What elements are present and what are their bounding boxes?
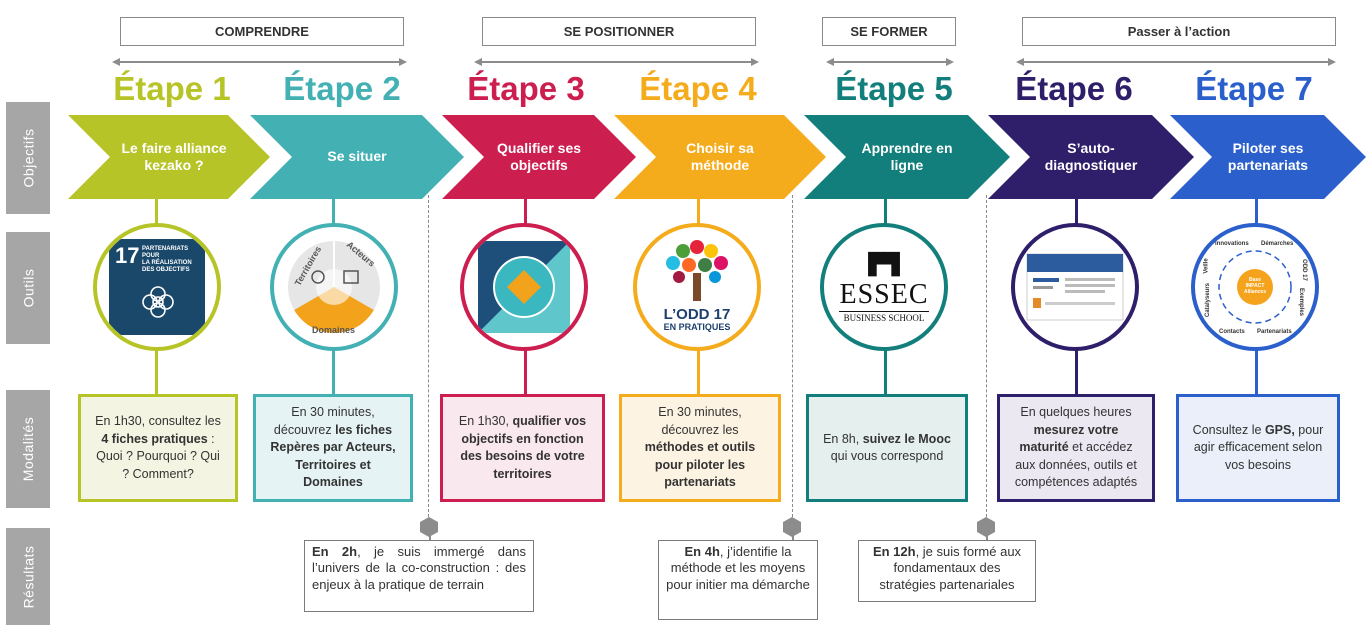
dashed-separator	[986, 195, 987, 517]
gps-label: Innovations	[1215, 241, 1249, 247]
gps-label: Veille	[1203, 258, 1210, 274]
connector	[155, 349, 158, 397]
connector	[524, 349, 527, 397]
tool-essec[interactable]: ▛▜ ESSEC BUSINESS SCHOOL	[820, 223, 948, 351]
gps-label: Démarches	[1261, 241, 1294, 247]
tool-autodiagnostic[interactable]	[1011, 223, 1139, 351]
step-3-title: Étape 3	[467, 70, 585, 107]
gps-label: Exemples	[1298, 287, 1305, 317]
result-2h: En 2h, je suis immergé dans l’univers de…	[304, 540, 534, 612]
reperes-wheel	[288, 241, 380, 333]
connector	[1255, 349, 1258, 397]
dashed-separator	[792, 195, 793, 517]
tool-reperes[interactable]: Territoires Acteurs Domaines	[270, 223, 398, 351]
modalite-step-1: En 1h30, consultez les 4 fiches pratique…	[78, 394, 238, 502]
modalite-step-4: En 30 minutes, découvrez les méthodes et…	[619, 394, 781, 502]
tool-odd17[interactable]: L’ODD 17 EN PRATIQUES	[633, 223, 761, 351]
hexagon-marker-icon	[420, 517, 438, 537]
essec-logo: ▛▜ ESSEC BUSINESS SCHOOL	[839, 253, 929, 323]
gps-label: Contacts	[1219, 329, 1245, 335]
modalite-step-6: En quelques heures mesurez votre maturit…	[997, 394, 1155, 502]
qualifier-diagram	[478, 241, 570, 333]
objective-step-7: Piloter ses partenariats	[1170, 115, 1366, 199]
objective-step-5: Apprendre en ligne	[804, 115, 1010, 199]
sdg17-rings-icon	[142, 286, 174, 318]
tree-icon	[666, 240, 728, 301]
gps-wheel	[1218, 250, 1292, 324]
connector	[524, 196, 527, 226]
connector	[697, 196, 700, 226]
row-label-outils: Outils	[6, 232, 50, 344]
connector	[1255, 196, 1258, 226]
objective-step-4: Choisir sa méthode	[614, 115, 826, 199]
hexagon-marker-icon	[783, 517, 801, 537]
gps-label: Partenariats	[1257, 329, 1292, 335]
result-12h: En 12h, je suis formé aux fondamentaux d…	[858, 540, 1036, 602]
connector	[332, 349, 335, 397]
row-label-resultats: Résultats	[6, 528, 50, 625]
row-label-objectifs: Objectifs	[6, 102, 50, 214]
gps-center-label: Base IMPACT Alliances	[1244, 277, 1266, 295]
objective-step-3: Qualifier ses objectifs	[442, 115, 636, 199]
connector	[884, 349, 887, 397]
objective-step-6: S’auto-diagnostiquer	[988, 115, 1194, 199]
tool-qualifier[interactable]	[460, 223, 588, 351]
modalite-step-7: Consultez le GPS, pour agir efficacement…	[1176, 394, 1340, 502]
connector	[332, 196, 335, 226]
gps-label: Catalyseurs	[1205, 282, 1212, 318]
leader-line	[429, 536, 431, 542]
autodiagnostic-screenshot	[1026, 253, 1124, 321]
step-7-title: Étape 7	[1195, 70, 1313, 107]
connector	[884, 196, 887, 226]
connector	[155, 196, 158, 226]
row-label-modalites: Modalités	[6, 390, 50, 508]
double-arrow	[826, 58, 954, 66]
gps-label: ODD 17	[1300, 259, 1307, 281]
phase-passer-action: Passer à l’action	[1022, 17, 1336, 46]
step-2-title: Étape 2	[283, 70, 401, 107]
step-4-title: Étape 4	[639, 70, 757, 107]
phase-se-positionner: SE POSITIONNER	[482, 17, 756, 46]
double-arrow	[112, 58, 407, 66]
odd17-title: L’ODD 17 EN PRATIQUES	[663, 306, 731, 332]
step-5-title: Étape 5	[835, 70, 953, 107]
connector	[1075, 349, 1078, 397]
modalite-step-3: En 1h30, qualifier vos objectifs en fonc…	[440, 394, 605, 502]
dashed-separator	[428, 195, 429, 517]
leader-line	[986, 536, 988, 542]
connector	[1075, 196, 1078, 226]
double-arrow	[474, 58, 759, 66]
phase-comprendre: COMPRENDRE	[120, 17, 404, 46]
objective-step-1: Le faire alliance kezako ?	[68, 115, 270, 199]
phase-se-former: SE FORMER	[822, 17, 956, 46]
hexagon-marker-icon	[977, 517, 995, 537]
modalite-step-2: En 30 minutes, découvrez les fiches Repè…	[253, 394, 413, 502]
objective-step-2: Se situer	[250, 115, 464, 199]
essec-emblem-icon: ▛▜	[868, 253, 900, 276]
step-1-title: Étape 1	[113, 70, 231, 107]
connector	[697, 349, 700, 397]
leader-line	[792, 536, 794, 542]
tool-gps[interactable]: Base IMPACT Alliances Innovations Démarc…	[1191, 223, 1319, 351]
modalite-step-5: En 8h, suivez le Mooc qui vous correspon…	[806, 394, 968, 502]
result-4h: En 4h, j’identifie la méthode et les moy…	[658, 540, 818, 620]
step-6-title: Étape 6	[1015, 70, 1133, 107]
double-arrow	[1016, 58, 1336, 66]
reperes-domaines-label: Domaines	[312, 325, 356, 335]
sdg17-number: 17	[115, 243, 140, 268]
